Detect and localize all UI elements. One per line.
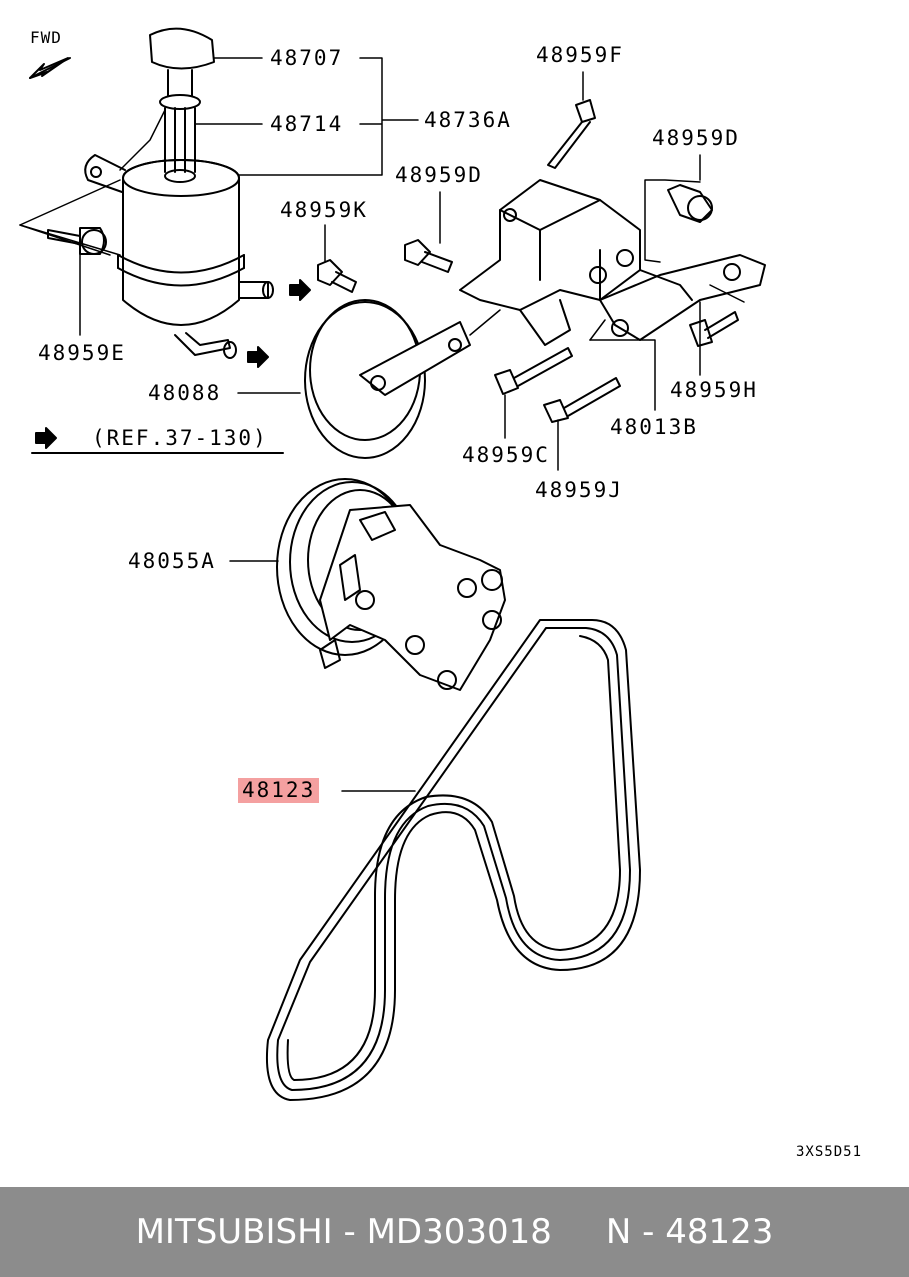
ref-arrow-icon: [36, 428, 56, 448]
part-48736A-label: 48736A: [424, 108, 512, 132]
power-steering-pump: [277, 479, 505, 690]
part-48714-label: 48714: [270, 112, 344, 136]
part-48959D-mid-label: 48959D: [395, 163, 483, 187]
reservoir-tank: [85, 29, 273, 358]
part-48959J-label: 48959J: [535, 478, 623, 502]
footer-bar: MITSUBISHI - MD303018 N - 48123: [0, 1187, 909, 1277]
bolt-48959D-mid: [405, 240, 452, 272]
part-48959D-top-label: 48959D: [652, 126, 740, 150]
drawing-code: 3XS5D51: [796, 1144, 863, 1160]
flow-arrow-icon: [248, 347, 268, 367]
part-48707-label: 48707: [270, 46, 344, 70]
bolt-48959J: [544, 378, 620, 422]
part-48123-label: 48123: [238, 778, 320, 803]
part-48959E-label: 48959E: [38, 341, 126, 365]
bolt-48959D-top: [668, 185, 712, 222]
idler-pulley: [305, 300, 470, 458]
fwd-label: FWD: [30, 28, 62, 47]
part-48959F-label: 48959F: [536, 43, 624, 67]
part-48088-label: 48088: [148, 381, 222, 405]
bolt-48959K: [318, 260, 356, 292]
diagram-drawing: [0, 0, 909, 1185]
ref-label: (REF.37-130): [92, 426, 268, 450]
footer-part-info: MITSUBISHI - MD303018 N - 48123: [135, 1212, 774, 1252]
part-48013B-label: 48013B: [610, 415, 698, 439]
bolt-48959C: [495, 348, 572, 394]
bolt-48959F: [548, 100, 595, 168]
mounting-bracket: [460, 180, 765, 345]
drive-belt: [267, 620, 640, 1100]
part-48959C-label: 48959C: [462, 443, 550, 467]
fwd-arrow-icon: [30, 58, 70, 78]
flow-arrow-icon: [290, 280, 310, 300]
parts-diagram: FWD (REF.37-130) 3XS5D51 48707 48714 487…: [0, 0, 909, 1185]
bolt-48959H: [690, 312, 738, 346]
part-48959K-label: 48959K: [280, 198, 368, 222]
part-48959H-label: 48959H: [670, 378, 758, 402]
leader-lines: [20, 58, 744, 791]
part-48055A-label: 48055A: [128, 549, 216, 573]
